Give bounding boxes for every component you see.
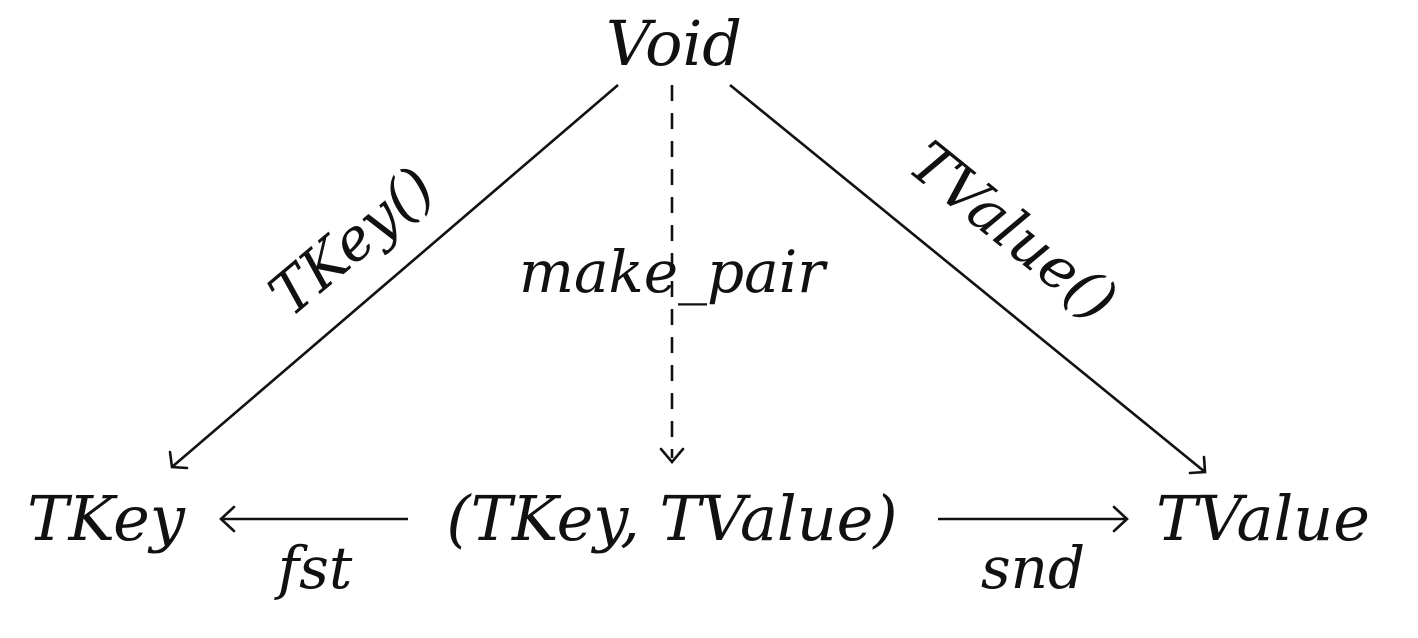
label-snd: snd	[981, 534, 1085, 602]
edge-pair-to-tvalue	[938, 505, 1129, 533]
label-make-pair: make_pair	[519, 238, 828, 306]
node-tvalue: TValue	[1156, 482, 1370, 555]
node-void: Void	[606, 7, 742, 80]
edge-void-to-tkey	[168, 84, 619, 470]
edge-void-to-tvalue	[729, 83, 1207, 475]
label-tvalue-constructor: TValue()	[896, 128, 1129, 335]
label-tkey-constructor: TKey()	[256, 153, 447, 329]
label-fst: fst	[274, 534, 353, 602]
node-tkey: TKey	[27, 482, 186, 555]
edge-void-to-pair	[659, 85, 685, 465]
edge-pair-to-tkey	[219, 505, 408, 533]
node-pair: (TKey, TValue)	[446, 482, 897, 555]
